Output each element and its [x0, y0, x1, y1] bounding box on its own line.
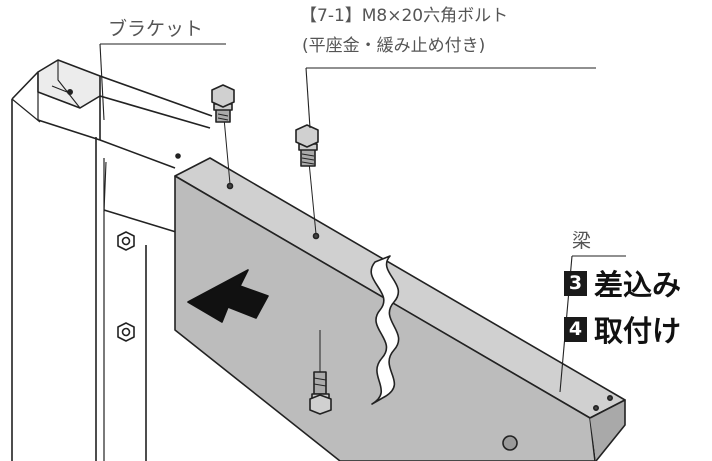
step-text: 差込み [594, 268, 682, 302]
bottom-bolt [309, 330, 332, 415]
bolt-label-line2: (平座金・緩み止め付き) [302, 36, 486, 56]
step-text: 取付け [594, 314, 682, 348]
insert-arrow-icon [187, 269, 269, 323]
bracket-label: ブラケット [108, 18, 204, 40]
post-bolt-lower [117, 322, 135, 342]
bracket-part [37, 59, 213, 233]
beam-label: 梁 [572, 230, 592, 252]
top-bolt-left [211, 84, 235, 185]
step-attach: 4 取付け [564, 308, 681, 350]
beam-break-mark [370, 255, 400, 405]
bolt-label-line1: 【7-1】M8×20六角ボルト [300, 6, 509, 26]
step-insert: 3 差込み [564, 262, 681, 304]
step-number-badge: 3 [564, 270, 587, 296]
vertical-post [11, 71, 147, 461]
post-bolt-upper [117, 231, 135, 251]
top-bolt-right [295, 124, 319, 235]
step-number-badge: 4 [564, 316, 587, 342]
